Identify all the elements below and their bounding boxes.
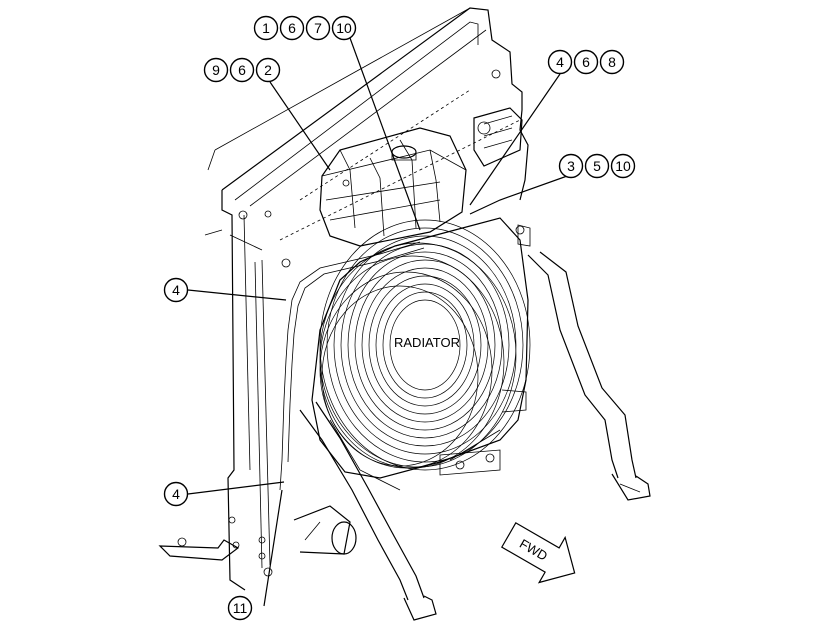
callout-number: 10: [615, 158, 631, 174]
callout-number: 10: [336, 20, 352, 36]
callout-group-right-1: 4 6 8: [547, 49, 625, 75]
callout-number: 11: [233, 600, 248, 616]
callout-circle: [558, 153, 584, 179]
callout-circle: [584, 153, 610, 179]
callout-number: 6: [582, 54, 590, 70]
radiator-label: RADIATOR: [394, 335, 460, 350]
callout-number: 8: [608, 54, 616, 70]
callout-number: 6: [238, 62, 246, 78]
callouts: 1 6 7 10 9 6 2 4 6 8 3 5 10 4 4 11: [163, 15, 636, 621]
callout-circle: [305, 15, 331, 41]
callout-circle: [229, 57, 255, 83]
callout-number: 4: [172, 282, 180, 298]
callout-circle: [573, 49, 599, 75]
callout-group-top-2: 9 6 2: [203, 57, 281, 83]
coolant-tank: [319, 127, 467, 247]
callout-number: 2: [264, 62, 272, 78]
callout-number: 5: [593, 158, 601, 174]
callout-group-bottom: 11: [227, 595, 253, 621]
callout-circle: [163, 481, 189, 507]
callout-circle: [227, 595, 253, 621]
callout-circle: [163, 277, 189, 303]
callout-circle: [279, 15, 305, 41]
callout-circle: [331, 15, 357, 41]
callout-circle: [599, 49, 625, 75]
callout-group-right-2: 3 5 10: [558, 153, 636, 179]
radiator-core: [311, 217, 531, 491]
leader-lines: [187, 37, 571, 607]
callout-circle: [547, 49, 573, 75]
callout-circle: [253, 15, 279, 41]
callout-number: 6: [288, 20, 296, 36]
callout-group-left-2: 4: [163, 481, 189, 507]
radiator-frame: [204, 7, 531, 591]
callout-number: 9: [212, 62, 220, 78]
hoses: [158, 107, 651, 621]
callout-number: 4: [556, 54, 564, 70]
callout-group-left-1: 4: [163, 277, 189, 303]
callout-group-top-1: 1 6 7 10: [253, 15, 357, 41]
callout-number: 4: [172, 486, 180, 502]
callout-number: 7: [314, 20, 322, 36]
callout-circle: [255, 57, 281, 83]
callout-circle: [203, 57, 229, 83]
callout-number: 3: [567, 158, 575, 174]
callout-circle: [610, 153, 636, 179]
callout-number: 1: [262, 20, 270, 36]
forward-arrow-icon: FWD: [501, 522, 576, 584]
